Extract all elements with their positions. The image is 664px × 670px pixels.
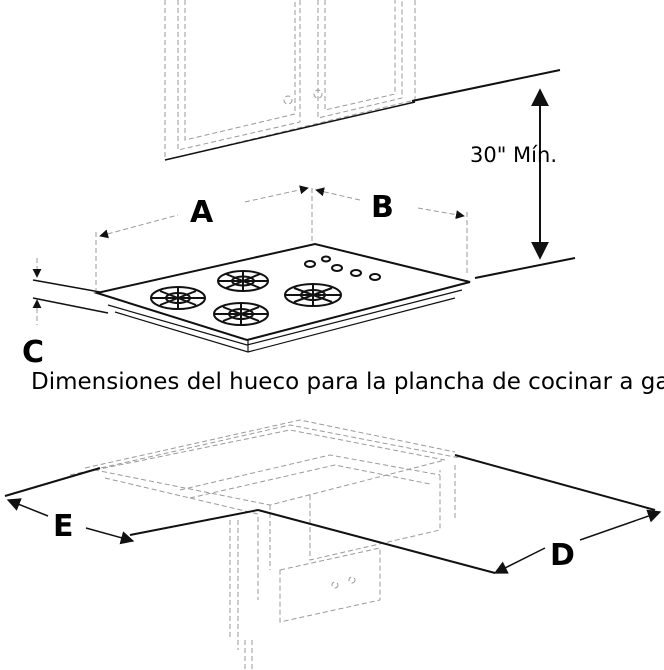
label-c: C	[22, 335, 44, 370]
min-height-label: 30" Mín.	[470, 143, 557, 167]
height-dimension: 30" Mín.	[411, 69, 576, 279]
control-knobs	[304, 255, 381, 281]
cutout-dimension-e: E	[6, 498, 135, 545]
width-dimension-a: A	[95, 185, 313, 290]
label-d: D	[550, 538, 575, 573]
diagram-caption: Dimensiones del hueco para la plancha de…	[31, 369, 664, 395]
upper-cabinet	[164, 0, 416, 161]
countertop-cutout	[4, 419, 656, 670]
label-e: E	[53, 509, 74, 544]
label-b: B	[371, 190, 394, 225]
thickness-dimension-c: C	[22, 258, 109, 370]
depth-dimension-b: B	[315, 187, 468, 276]
burner-grates	[150, 270, 342, 326]
cooktop	[93, 242, 471, 353]
cutout-dimension-d: D	[493, 509, 662, 574]
label-a: A	[190, 195, 214, 230]
